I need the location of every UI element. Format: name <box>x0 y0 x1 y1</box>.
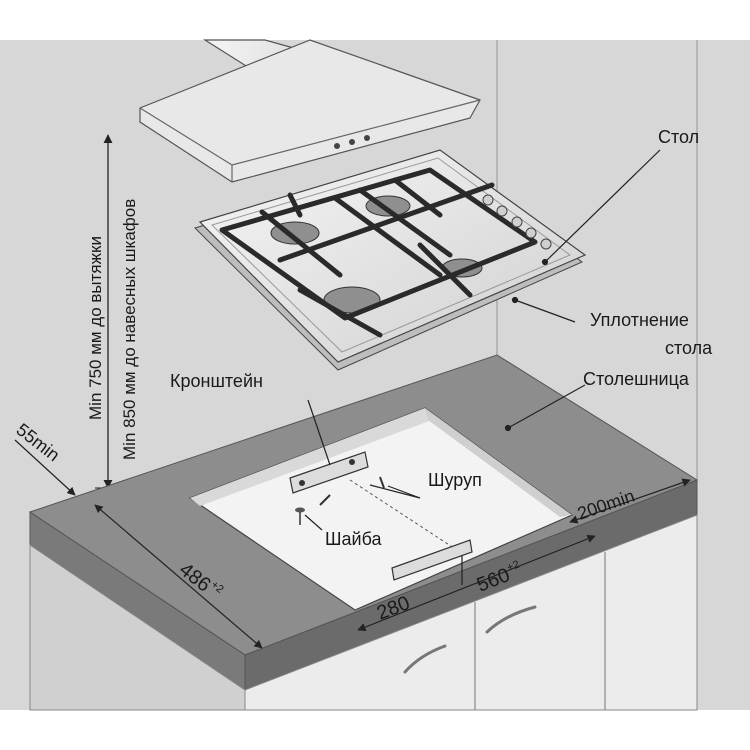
top-margin <box>0 0 750 40</box>
label-countertop: Столешница <box>583 369 690 389</box>
leader-lines <box>304 149 661 531</box>
grate <box>219 167 538 338</box>
label-hood-distance: Min 750 мм до вытяжки <box>86 236 105 420</box>
dim-width-tol: +2 <box>505 559 521 575</box>
label-seal-line1: Уплотнение <box>590 310 689 330</box>
gas-hob <box>194 149 587 371</box>
label-screw: Шуруп <box>428 470 482 490</box>
cooker-hood <box>139 39 481 183</box>
label-bracket: Кронштейн <box>170 371 263 391</box>
label-table: Стол <box>658 127 699 147</box>
dim-front-min: 55min <box>13 419 64 465</box>
countertop-cutout <box>188 407 574 611</box>
bottom-margin <box>0 710 750 750</box>
dimension-lines <box>14 439 691 649</box>
label-cabinet-distance: Min 850 мм до навесных шкафов <box>120 199 139 460</box>
label-washer: Шайба <box>325 529 382 549</box>
label-seal-line2: стола <box>665 338 713 358</box>
